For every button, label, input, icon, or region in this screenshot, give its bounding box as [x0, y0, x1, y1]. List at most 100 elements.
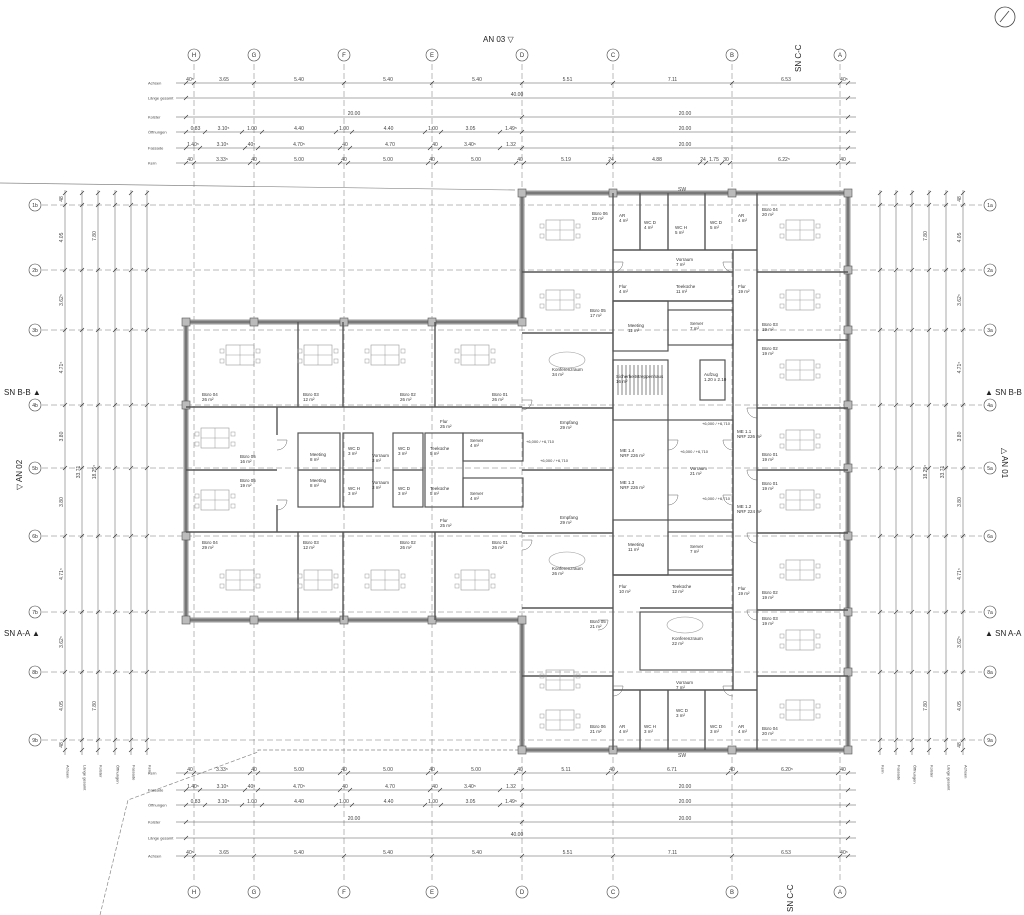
- dimension-value: 3.33⁵: [216, 767, 228, 773]
- chair: [364, 348, 370, 354]
- axis-bubble: [28, 398, 42, 412]
- room-area: 16 m²: [240, 459, 252, 464]
- room-area: 26 m²: [202, 397, 214, 402]
- dimension-value: 48: [957, 742, 963, 748]
- dimension-tick: [95, 669, 101, 675]
- meeting-room: [612, 519, 669, 576]
- room-name: Konferenzraum: [672, 636, 703, 641]
- dimension-value: 40: [840, 157, 846, 163]
- dimension-tick: [519, 802, 525, 808]
- chair: [230, 441, 236, 447]
- dimension-tick: [960, 202, 966, 208]
- axis-bubble: [515, 885, 529, 899]
- dimension-value: 40: [251, 767, 257, 773]
- conference-table: [666, 616, 704, 634]
- axis-label: 5a: [987, 466, 993, 472]
- chair: [815, 713, 821, 719]
- dimension-tick: [191, 160, 197, 166]
- dimension-value: 40: [517, 767, 523, 773]
- dimension-tick: [95, 747, 101, 753]
- door-swing: [276, 499, 288, 511]
- chair: [815, 493, 821, 499]
- dimension-value: 4.70⁵: [293, 142, 305, 148]
- room-area: 1.20 x 2.10: [704, 377, 727, 382]
- dimension-tick: [183, 770, 189, 776]
- chair: [575, 293, 581, 299]
- dimension-tick: [95, 609, 101, 615]
- axis-label: 3b: [32, 328, 38, 334]
- dimension-value: 40⁵: [248, 142, 256, 148]
- axis-bubble: [725, 48, 739, 62]
- dimension-tick: [112, 202, 118, 208]
- room-area: 29 m²: [560, 425, 572, 430]
- dimension-tick: [128, 737, 134, 743]
- room-area: 4 m²: [619, 289, 629, 294]
- dimension-tick: [128, 202, 134, 208]
- dimension-tick: [893, 465, 899, 471]
- dimension-value: 40⁵: [248, 784, 256, 790]
- north-arrow-needle: [999, 10, 1010, 23]
- dimension-tick: [183, 787, 189, 793]
- dimension-tick: [259, 802, 265, 808]
- room-name: WC D: [710, 220, 723, 225]
- chair: [194, 493, 200, 499]
- dimension-value: 20.00: [348, 111, 361, 117]
- elevator: [699, 359, 726, 401]
- dimension-row-label: Kolster: [148, 115, 161, 120]
- room-name: Flur: [440, 518, 448, 523]
- dimension-tick: [837, 80, 843, 86]
- room-area: NRF 226 m²: [620, 453, 645, 458]
- room-name: Büro 06: [590, 724, 606, 729]
- dimension-tick: [128, 609, 134, 615]
- room-area: 21 m²: [590, 729, 602, 734]
- chair: [230, 503, 236, 509]
- dimension-tick: [725, 770, 731, 776]
- desk-group: [194, 489, 236, 511]
- dimension-tick: [128, 533, 134, 539]
- dimension-tick: [112, 737, 118, 743]
- room-area: 10 m²: [619, 589, 631, 594]
- dimension-tick: [62, 267, 68, 273]
- dimension-tick: [144, 202, 150, 208]
- dimension-tick: [835, 160, 841, 166]
- dimension-tick: [128, 669, 134, 675]
- room-area: 29 m²: [202, 545, 214, 550]
- dimension-tick: [703, 160, 709, 166]
- dimension-tick: [497, 787, 503, 793]
- chair: [255, 583, 261, 589]
- room-area: 26 m²: [400, 397, 412, 402]
- dimension-tick: [943, 747, 949, 753]
- desk-group: [297, 344, 339, 366]
- chair: [575, 713, 581, 719]
- axis-label: B: [730, 890, 734, 896]
- dimension-value: 30: [723, 157, 729, 163]
- dimension-row-label: Kern: [148, 161, 156, 166]
- room-area: 12 m²: [672, 589, 684, 594]
- dimension-tick: [247, 770, 253, 776]
- axis-bubble: [983, 323, 997, 337]
- room-area: 19 m²: [762, 457, 774, 462]
- chair: [815, 703, 821, 709]
- room-name: WC H: [675, 225, 687, 230]
- dimension-tick: [497, 802, 503, 808]
- chair: [779, 493, 785, 499]
- dimension-tick: [197, 145, 203, 151]
- dimension-tick: [62, 737, 68, 743]
- dimension-value: 7.80: [92, 701, 98, 711]
- dimension-value: 1.00: [339, 799, 349, 805]
- dimension-tick: [95, 533, 101, 539]
- dimension-value: 7.80: [923, 231, 929, 241]
- room-area: 26 m²: [552, 571, 564, 576]
- dimension-tick: [845, 819, 851, 825]
- dimension-col-label: Kolster: [930, 765, 935, 778]
- room-area: 19 m²: [738, 289, 750, 294]
